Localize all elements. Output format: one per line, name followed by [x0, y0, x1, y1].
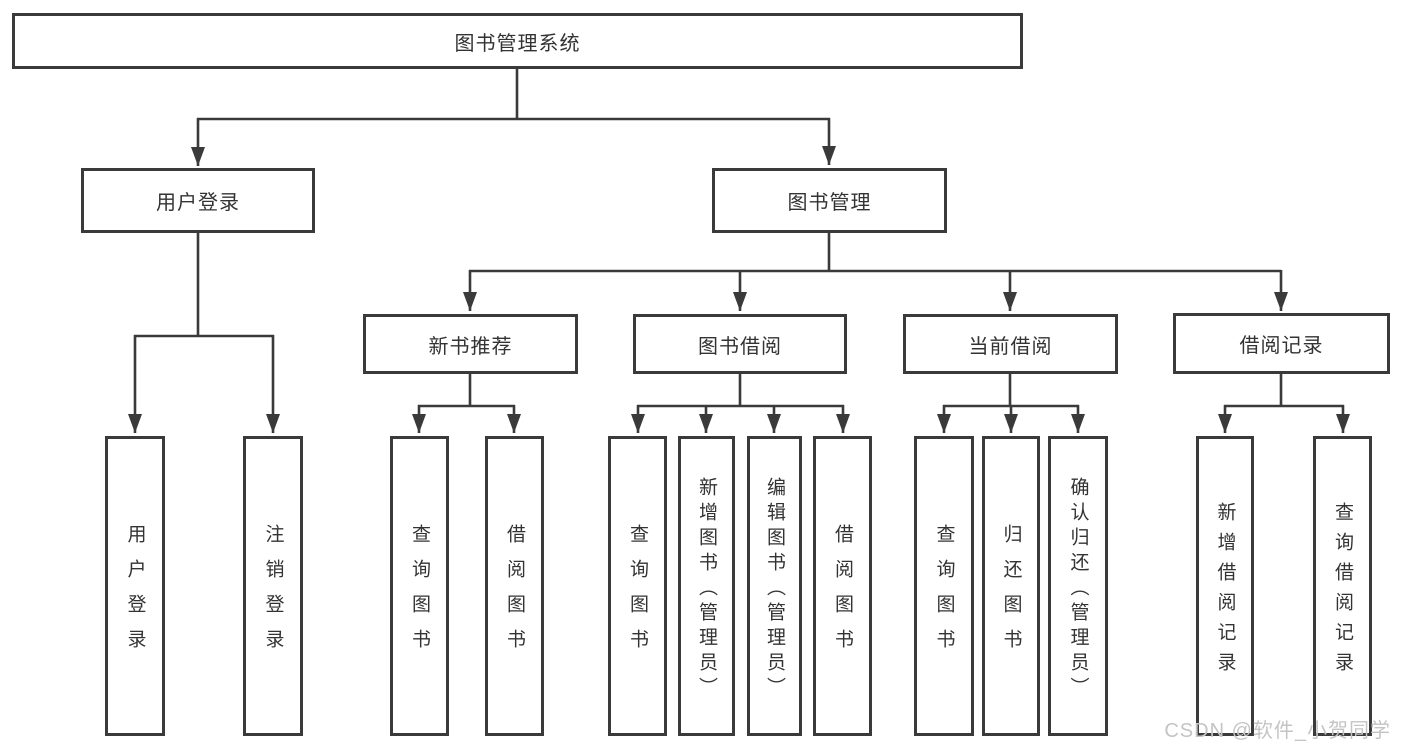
leaf-logout: 注销登录 [243, 436, 303, 736]
connector-user-login-to-leaves [128, 233, 280, 433]
leaf-query-book: 查询图书 [608, 436, 667, 736]
node-user-login: 用户登录 [81, 168, 315, 233]
leaf-user-login: 用户登录 [105, 436, 165, 736]
leaf-borrow-book: 借阅图书 [813, 436, 872, 736]
leaf-label: 查询借阅记录 [1332, 501, 1353, 682]
leaf-label: 借阅图书 [504, 524, 525, 664]
leaf-query-book: 查询图书 [914, 436, 974, 736]
leaf-query-borrow-record: 查询借阅记录 [1313, 436, 1372, 736]
leaf-edit-book-admin: 编辑图书（管理员） [747, 436, 802, 736]
connector-current-borrow-to-leaves [937, 374, 1085, 433]
leaf-label: 新增借阅记录 [1214, 501, 1236, 682]
leaf-add-book-admin: 新增图书（管理员） [678, 436, 735, 736]
leaf-label: 编辑图书（管理员） [764, 476, 785, 702]
leaf-borrow-book: 借阅图书 [485, 436, 544, 736]
connector-root-to-level2 [191, 69, 836, 166]
leaf-query-book: 查询图书 [390, 436, 449, 736]
node-borrow-records: 借阅记录 [1173, 313, 1390, 374]
node-book-borrow: 图书借阅 [633, 314, 847, 374]
connector-borrow-records-to-leaves [1218, 374, 1350, 433]
leaf-label: 新增图书（管理员） [696, 476, 717, 702]
leaf-label: 归还图书 [1000, 524, 1022, 664]
leaf-label: 借阅图书 [832, 524, 853, 664]
connector-book-borrow-to-leaves [631, 374, 850, 433]
node-book-management-system: 图书管理系统 [12, 13, 1023, 69]
leaf-label: 注销登录 [262, 524, 284, 664]
leaf-label: 用户登录 [124, 524, 146, 664]
leaf-confirm-return-admin: 确认归还（管理员） [1048, 436, 1108, 736]
leaf-add-borrow-record: 新增借阅记录 [1196, 436, 1254, 736]
node-current-borrow: 当前借阅 [903, 314, 1118, 374]
leaf-label: 查询图书 [627, 524, 648, 664]
node-book-management: 图书管理 [712, 168, 947, 233]
node-new-book-recommend: 新书推荐 [363, 314, 578, 374]
csdn-watermark: CSDN @软件_小贺同学 [1164, 720, 1391, 742]
leaf-label: 确认归还（管理员） [1067, 476, 1089, 702]
connector-book-management-to-level3 [463, 233, 1288, 311]
leaf-label: 查询图书 [409, 524, 430, 664]
leaf-return-book: 归还图书 [982, 436, 1040, 736]
leaf-label: 查询图书 [933, 524, 955, 664]
connector-new-book-recommend-to-leaves [412, 374, 521, 433]
